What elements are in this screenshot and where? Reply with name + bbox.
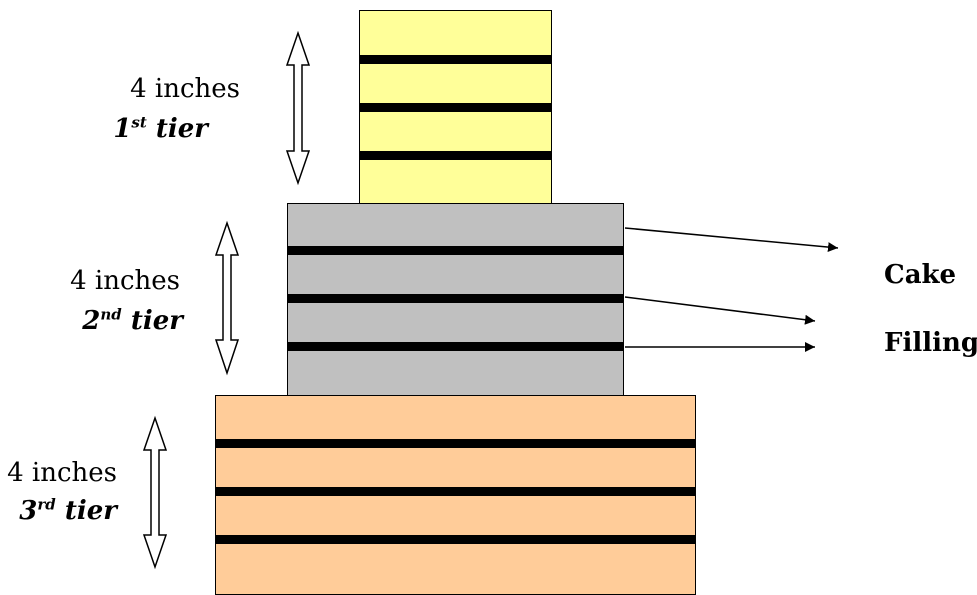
filling-layer: [288, 246, 623, 255]
tier-1-measure: 4 inches: [130, 74, 240, 104]
tier-1-word: tier: [155, 114, 208, 144]
tier-2-block: [287, 203, 624, 397]
cake-label: Cake: [884, 260, 957, 290]
tier-1-ordinal: 1: [113, 114, 132, 144]
tier-1-block: [359, 10, 552, 204]
tier-3-measure: 4 inches: [7, 458, 117, 488]
tier-2-suffix: nd: [100, 305, 122, 324]
filling-layer: [216, 439, 695, 448]
filling-label: Filling: [884, 328, 977, 358]
filling-layer: [360, 103, 551, 112]
height-double-arrow-tier-2: [214, 220, 240, 376]
tier-2-measure: 4 inches: [70, 266, 180, 296]
cake-pointer-arrow: [624, 227, 839, 253]
tier-1-label: 1st tier: [100, 114, 208, 144]
tier-3-label: 3rd tier: [0, 496, 117, 526]
filling-layer: [288, 342, 623, 351]
filling-layer: [216, 487, 695, 496]
height-double-arrow-tier-3: [142, 415, 168, 570]
tier-3-ordinal: 3: [19, 496, 38, 526]
tier-3-block: [215, 395, 696, 595]
filling-pointer-arrow: [624, 296, 816, 325]
height-double-arrow-tier-1: [285, 30, 311, 186]
filling-layer: [360, 151, 551, 160]
filling-layer: [216, 535, 695, 544]
tier-2-label: 2nd tier: [30, 306, 183, 336]
tier-2-ordinal: 2: [82, 306, 101, 336]
filling-layer: [360, 55, 551, 64]
tier-3-word: tier: [64, 496, 117, 526]
tier-3-suffix: rd: [37, 495, 56, 514]
tier-1-suffix: st: [131, 113, 147, 132]
filling-layer: [288, 294, 623, 303]
tier-2-word: tier: [130, 306, 183, 336]
